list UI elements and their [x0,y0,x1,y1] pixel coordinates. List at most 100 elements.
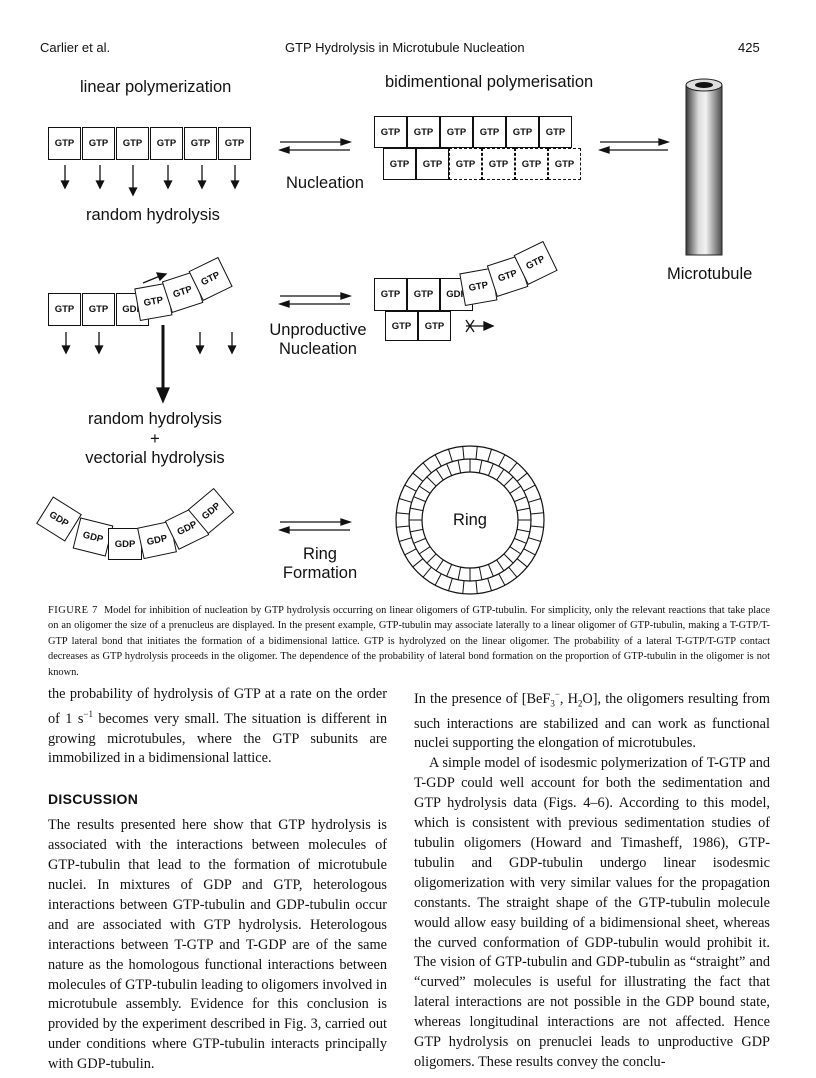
subunit-gtp: GTP [407,116,440,148]
ring-subunit-divider [530,512,544,515]
arrowhead [277,300,290,308]
arrowhead [60,180,70,190]
arrowhead [94,345,104,355]
ring-subunit-divider [410,528,424,533]
ring-subunit-divider [404,548,417,556]
arrowhead [483,320,495,332]
arrowhead [340,292,353,300]
ring-subunit-divider [528,498,541,503]
ring-subunit-divider [448,578,453,591]
ring-subunit-divider [419,546,431,555]
ring-subunit-divider [399,537,412,542]
text-run: becomes very small. The situation is dif… [48,710,387,767]
ring-subunit-divider [514,496,527,503]
ring-subunit-divider [496,559,505,571]
ring-subunit-divider [509,485,521,494]
ring-subunit-divider [412,558,424,568]
ring-subunit-divider [413,537,426,544]
text-run: the probability of hydrolysis of GTP at … [48,686,387,727]
ring-subunit-divider [478,460,483,474]
subunit-gtp: GTP [506,116,539,148]
ring-subunit-divider [434,454,442,467]
label-vectorial-hydrolysis: vectorial hydrolysis [85,449,225,467]
subscript: 2 [577,698,583,709]
subunit-gtp: GTP [150,127,183,160]
subunit-gtp: GTP [383,148,416,180]
ring-subunit-divider [457,460,462,474]
arrowhead [597,146,610,154]
label-linear-polymerization: linear polymerization [80,78,232,96]
subunit-gtp: GTP [374,116,407,148]
subunit-gtp: GTP [416,148,449,180]
label-unproductive: Unproductive [269,321,367,339]
ring-subunit-divider [487,578,492,591]
arrowhead [155,272,168,282]
ring-subunit-divider [446,463,453,476]
ring-subunit-divider [498,454,506,467]
subunit-gtp: GTP [418,311,451,341]
arrowhead [197,180,207,190]
subunit-gtp: GTP [385,311,418,341]
arrowhead [277,146,290,154]
ring-subunit-divider [399,498,412,503]
subunit-gdp: GDP [108,528,142,560]
ring-subunit-divider [487,463,494,476]
paragraph: A simple model of isodesmic polymerizati… [414,755,770,1070]
left-column: the probability of hydrolysis of GTP at … [48,685,387,1075]
subunit-gtp: GTP [82,293,115,326]
ring-subunit-divider [396,512,410,515]
label-unproductive-nucleation: Nucleation [279,340,357,358]
label-microtubule: Microtubule [667,265,753,283]
subunit-gtp: GTP [82,127,115,160]
subunit-gtp-dashed: GTP [449,148,482,180]
ring-subunit-divider [508,462,518,474]
subunit-gtp: GTP [374,278,407,311]
label-random-hydrolysis: random hydrolysis [86,206,220,224]
figure-7-diagram [60,78,723,595]
subscript: 3 [550,698,555,709]
label-plus: + [150,430,160,448]
ring-subunit-divider [530,525,544,528]
page-number: 425 [738,40,760,55]
text-run: , H [559,690,578,707]
ring-subunit-divider [516,472,528,482]
subunit-gtp: GTP [539,116,572,148]
label-nucleation: Nucleation [286,174,364,192]
ring-subunit-divider [435,559,444,571]
arrow-vectorial-direction [142,275,161,284]
arrowhead [230,180,240,190]
ring-subunit-divider [487,564,494,577]
ring-subunit-divider [422,462,432,474]
paragraph: In the presence of [BeF3−, H2O], the oli… [414,685,770,754]
ring-subunit-divider [410,507,424,512]
ring-subunit-divider [426,476,437,487]
ring-subunit-divider [448,449,453,462]
ring-subunit-divider [509,546,521,555]
ring-subunit-divider [462,580,465,594]
arrowhead [163,180,173,190]
caption-text: Model for inhibition of nucleation by GT… [48,605,770,678]
text-run: O], the oligomers resulting from such in… [414,690,770,752]
figure-caption: FIGURE 7 Model for inhibition of nucleat… [48,603,770,680]
ring-subunit-divider [523,484,536,492]
section-heading-discussion: DISCUSSION [48,791,139,808]
ring-subunit-divider [404,484,417,492]
ring-subunit-divider [422,566,432,578]
subunit-gtp: GTP [48,293,81,326]
ring-subunit-divider [478,566,483,580]
paragraph: The results presented here show that GTP… [48,817,387,1073]
ring-subunit-divider [516,558,528,568]
ring-subunit-divider [514,537,527,544]
label-bidimentional-polymerisation: bidimentional polymerisation [385,73,594,91]
subunit-gtp-dashed: GTP [548,148,581,180]
subunit-gtp: GTP [440,116,473,148]
running-head-title: GTP Hydrolysis in Microtubule Nucleation [285,40,525,55]
ring-subunit-divider [457,566,462,580]
blocked-cross [465,319,475,333]
ring-subunit-divider [412,472,424,482]
ring-subunit-divider [435,469,444,481]
arrowhead [95,180,105,190]
ring-subunit-divider [523,548,536,556]
ring-subunit-divider [516,507,530,512]
microtubule-lumen [695,82,713,88]
